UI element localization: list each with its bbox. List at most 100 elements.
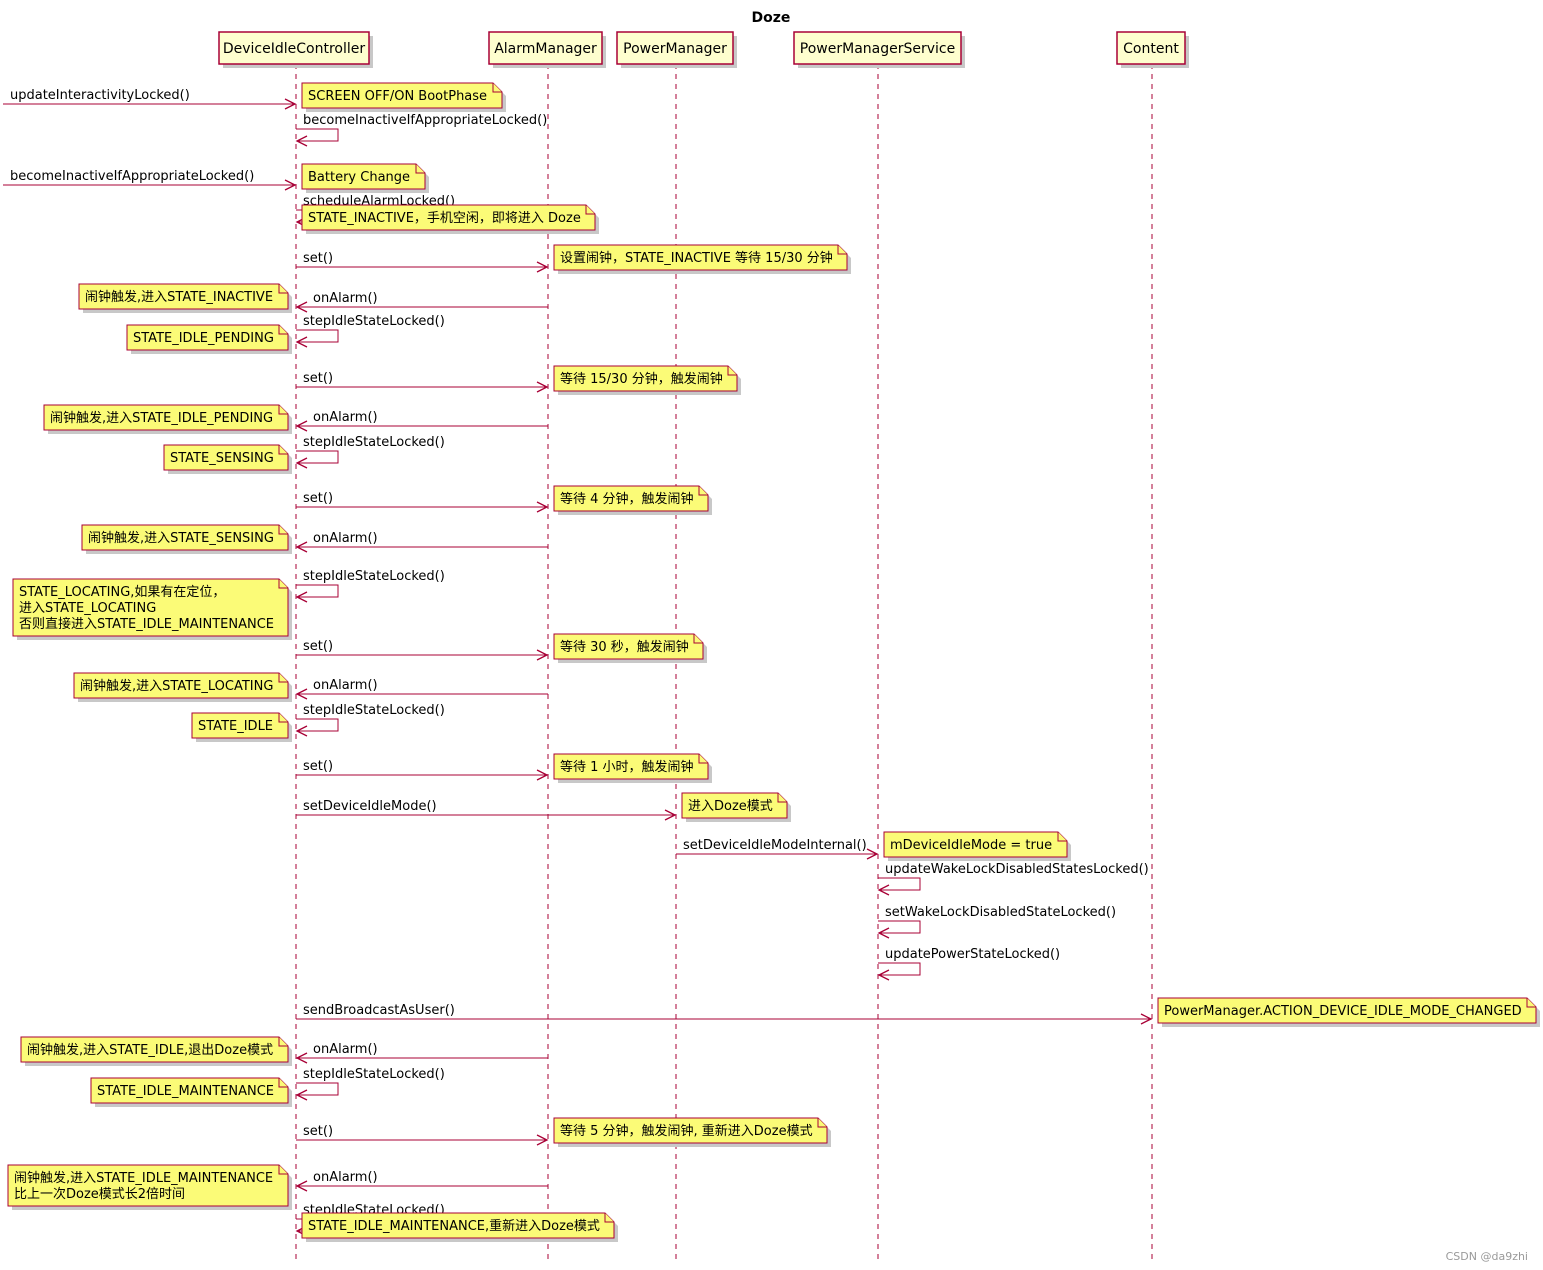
note-box [191, 712, 289, 739]
message-line [296, 1082, 339, 1096]
message: updatePowerStateLocked() [877, 947, 1060, 981]
note: 闹钟触发,进入STATE_INACTIVE [78, 283, 292, 313]
note-box [20, 1036, 289, 1063]
note-fold [604, 1213, 614, 1223]
note: mDeviceIdleMode = true [883, 831, 1071, 861]
note-fold [415, 164, 425, 174]
note-box [553, 244, 848, 271]
message-label: set() [303, 251, 333, 266]
message: onAlarm() [295, 531, 548, 553]
message: set() [296, 639, 549, 661]
note-box [883, 831, 1068, 858]
message-line [878, 920, 921, 934]
note: 等待 4 分钟，触发闹钟 [553, 485, 712, 515]
arrowhead [536, 381, 549, 393]
note-fold [585, 205, 595, 215]
message-label: sendBroadcastAsUser() [303, 1003, 455, 1018]
message-label: set() [303, 491, 333, 506]
note-line: 闹钟触发,进入STATE_SENSING [88, 530, 274, 546]
note-text: 等待 15/30 分钟，触发闹钟 [560, 371, 723, 387]
note-text: STATE_IDLE [198, 719, 273, 734]
participant-box-pms [793, 31, 962, 65]
note-text: Battery Change [308, 170, 410, 185]
note-line: 比上一次Doze模式长2倍时间 [14, 1186, 185, 1202]
note-box [553, 633, 704, 660]
note-fold [698, 754, 708, 764]
note-fold [817, 1118, 827, 1128]
note-line: STATE_LOCATING,如果有在定位， [19, 584, 225, 600]
arrowhead [295, 1180, 308, 1192]
note-line: STATE_IDLE_MAINTENANCE,重新进入Doze模式 [308, 1218, 600, 1234]
note-text: 进入Doze模式 [688, 799, 773, 814]
message: onAlarm() [295, 1170, 548, 1192]
note-line: STATE_INACTIVE，手机空闲，即将进入 Doze [308, 211, 581, 226]
note-fold [837, 245, 847, 255]
note-line: STATE_IDLE [198, 719, 273, 734]
note-fold [1526, 998, 1536, 1008]
note-fold [1057, 832, 1067, 842]
message-label: setWakeLockDisabledStateLocked() [885, 905, 1116, 920]
message-line [296, 128, 339, 142]
arrowhead [295, 135, 308, 147]
note: 闹钟触发,进入STATE_SENSING [81, 524, 292, 554]
message: set() [296, 251, 549, 273]
note: 等待 15/30 分钟，触发闹钟 [553, 365, 741, 395]
message-line [296, 450, 339, 464]
note-box [43, 404, 289, 431]
message: updateInteractivityLocked() [3, 88, 297, 110]
note-box [90, 1077, 289, 1104]
note-text: SCREEN OFF/ON BootPhase [308, 89, 487, 104]
message: onAlarm() [295, 678, 548, 700]
participant-label-content: Content [1123, 41, 1179, 57]
note-text: 等待 5 分钟，触发闹钟, 重新进入Doze模式 [560, 1123, 813, 1139]
note-text: 闹钟触发,进入STATE_IDLE,退出Doze模式 [27, 1042, 273, 1058]
note-box [553, 1117, 828, 1144]
message: set() [296, 491, 549, 513]
note-box [553, 753, 709, 780]
message-label: updatePowerStateLocked() [885, 947, 1060, 962]
arrowhead [295, 457, 308, 469]
message-line [296, 584, 339, 598]
note-line: SCREEN OFF/ON BootPhase [308, 89, 487, 104]
note-fold [278, 713, 288, 723]
message-line [878, 877, 921, 891]
watermark: CSDN @da9zhi [1446, 1250, 1528, 1263]
message-label: becomeInactiveIfAppropriateLocked() [303, 113, 547, 128]
note-fold [278, 445, 288, 455]
message: stepIdleStateLocked() [295, 569, 445, 603]
participant-label-pms: PowerManagerService [800, 41, 955, 57]
events: updateInteractivityLocked() SCREEN OFF/ON… [3, 82, 1540, 1242]
note-text: STATE_IDLE_MAINTENANCE [97, 1084, 274, 1099]
message: becomeInactiveIfAppropriateLocked() [3, 169, 297, 191]
message: sendBroadcastAsUser() [296, 1003, 1153, 1025]
note: STATE_IDLE [191, 712, 292, 742]
arrowhead [284, 98, 297, 110]
note: STATE_IDLE_PENDING [126, 324, 292, 354]
note-text: STATE_INACTIVE，手机空闲，即将进入 Doze [308, 211, 581, 226]
arrowhead [295, 420, 308, 432]
note-text: 等待 4 分钟，触发闹钟 [560, 491, 694, 507]
note-text: 闹钟触发,进入STATE_IDLE_PENDING [50, 410, 273, 426]
message: setWakeLockDisabledStateLocked() [877, 905, 1116, 939]
participant-box-content [1116, 31, 1186, 65]
arrowhead [295, 336, 308, 348]
message-label: stepIdleStateLocked() [303, 703, 445, 718]
participant-box-dic [218, 31, 370, 65]
note-fold [693, 634, 703, 644]
note-text: STATE_IDLE_PENDING [133, 331, 274, 346]
diagram-title: Doze [752, 10, 791, 26]
note: SCREEN OFF/ON BootPhase [301, 82, 506, 112]
note-line: STATE_IDLE_MAINTENANCE [97, 1084, 274, 1099]
message: stepIdleStateLocked() [295, 435, 445, 469]
arrowhead [664, 809, 677, 821]
message: updateWakeLockDisabledStatesLocked() [877, 862, 1149, 896]
note-fold [278, 405, 288, 415]
arrowhead [877, 969, 890, 981]
note-line: Battery Change [308, 170, 410, 185]
arrowhead [295, 591, 308, 603]
message-label: stepIdleStateLocked() [303, 314, 445, 329]
participant-label-am: AlarmManager [494, 41, 597, 57]
note-fold [278, 1165, 288, 1175]
